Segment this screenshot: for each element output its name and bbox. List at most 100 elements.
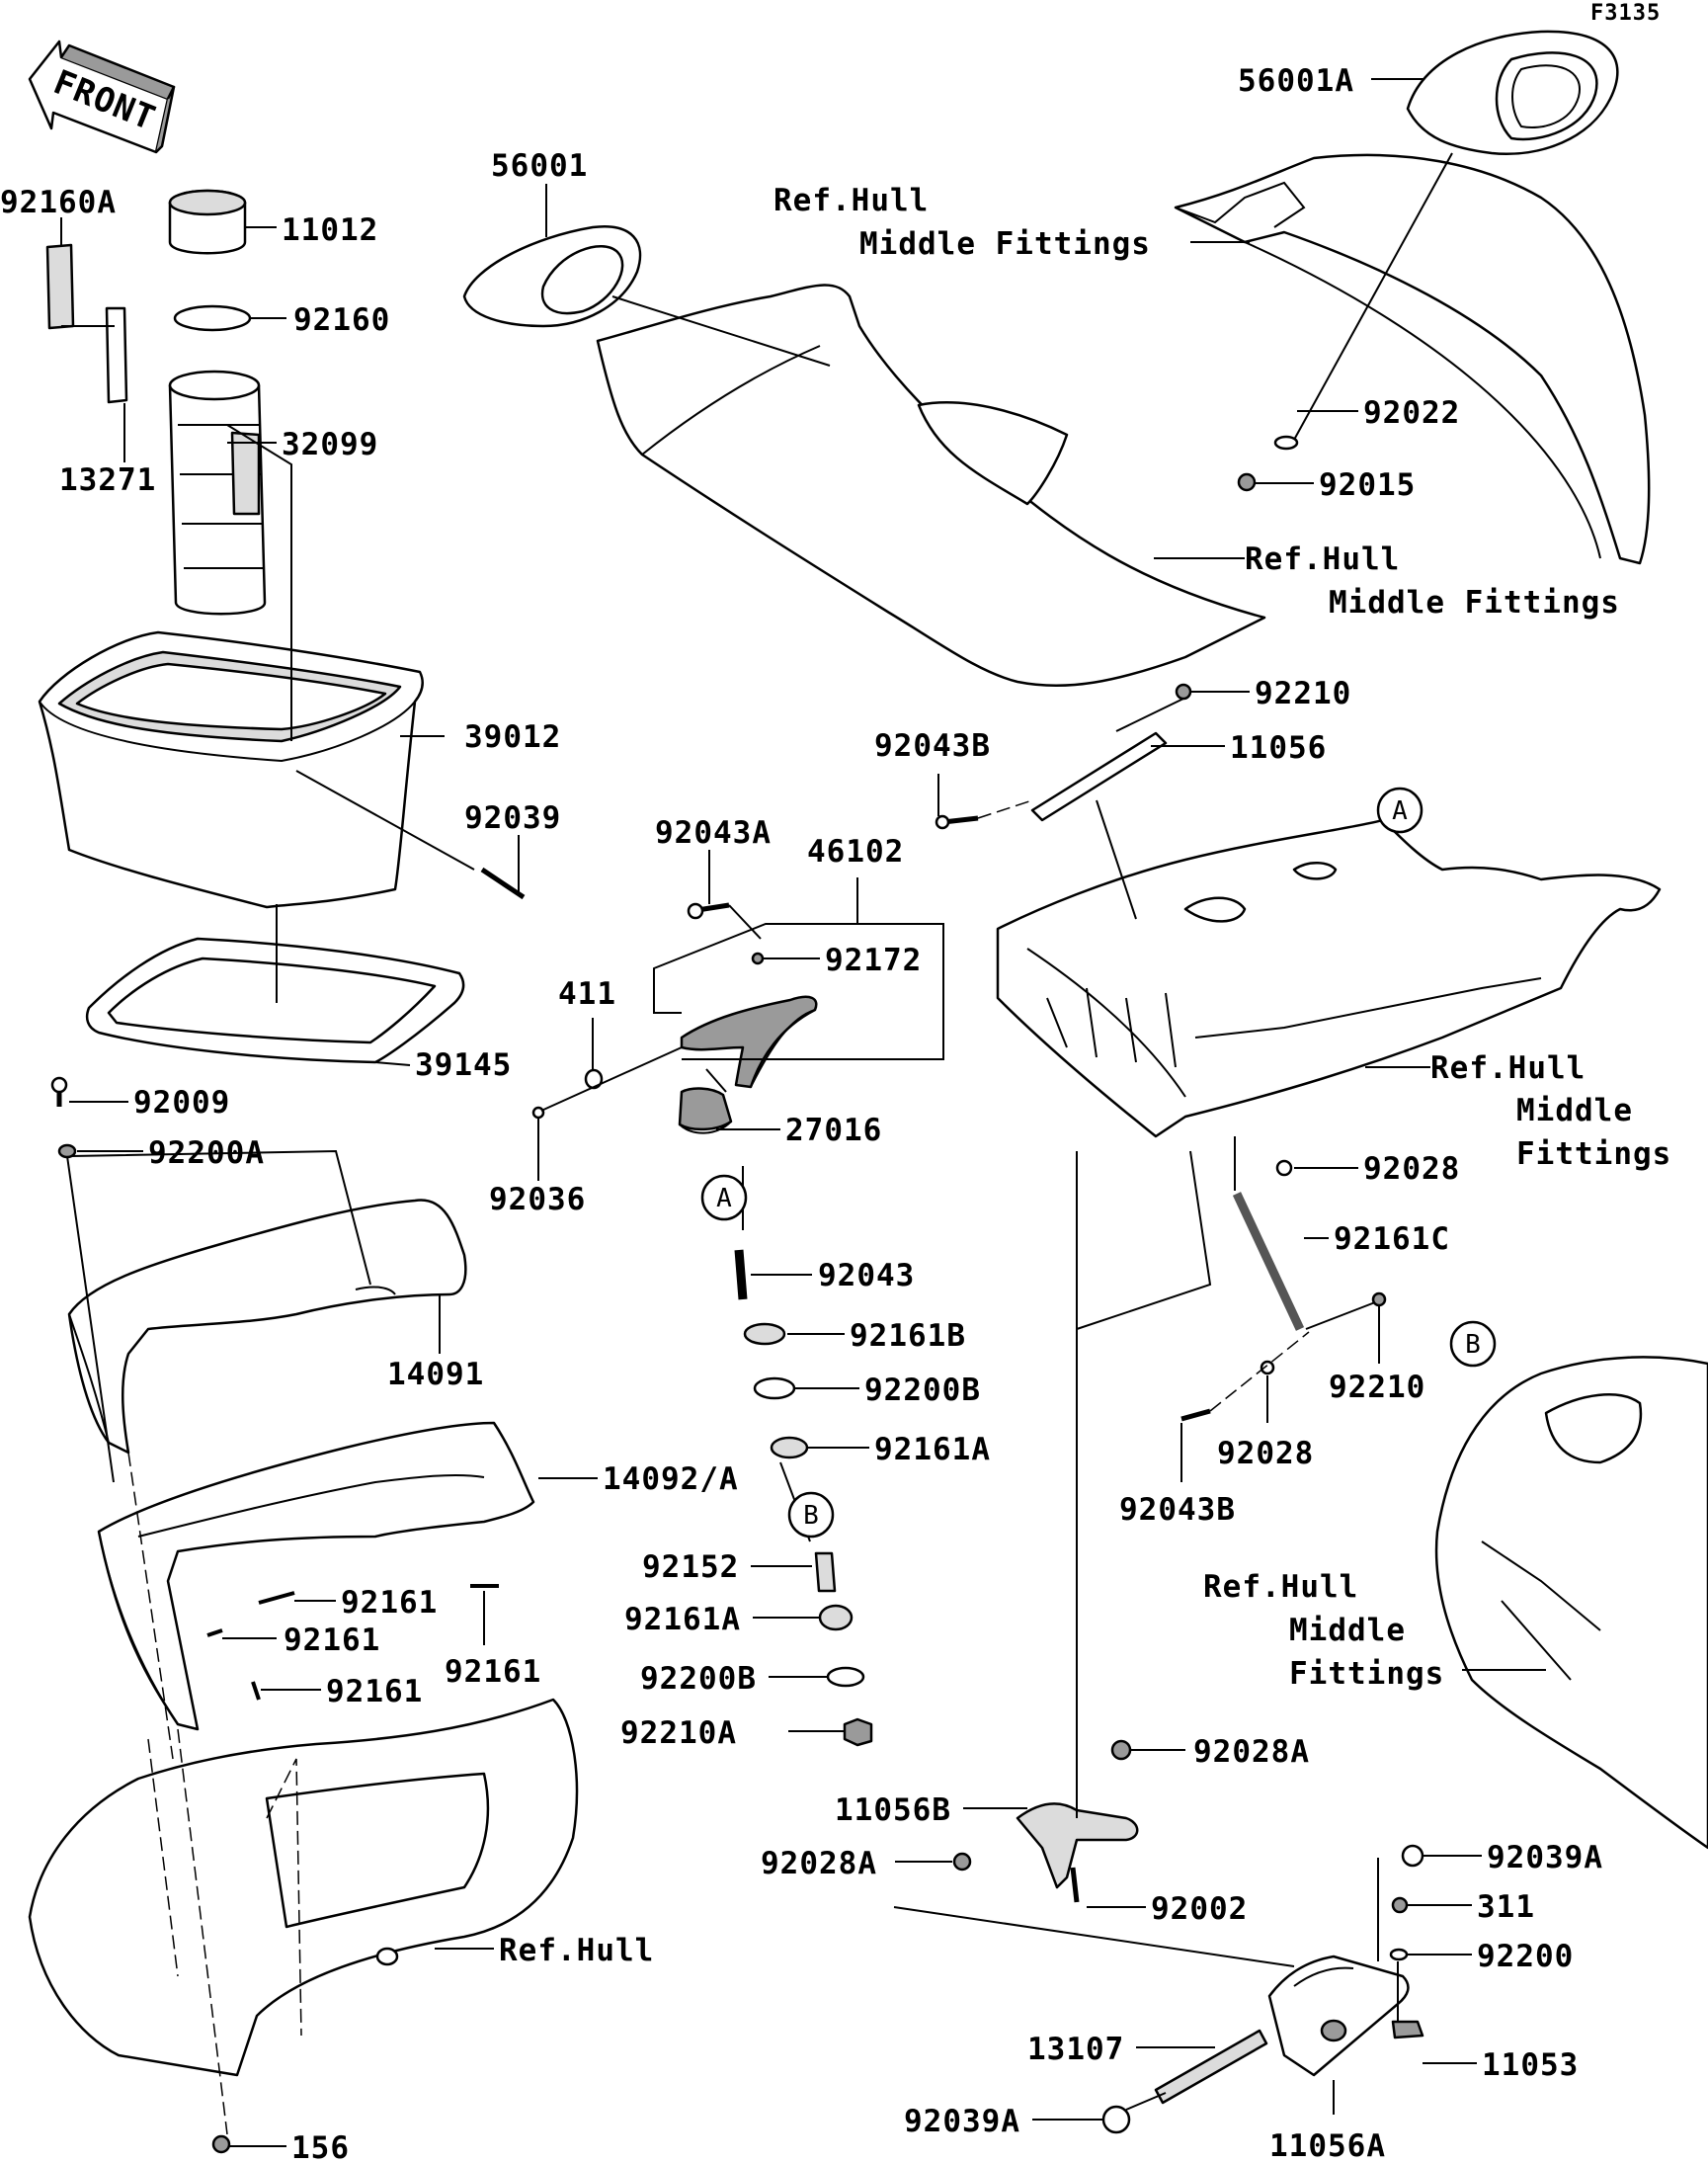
callout-refhull-2: Ref.Hull — [1245, 541, 1400, 577]
cover-upper — [67, 1199, 467, 1455]
callout-refhull-4c: Fittings — [1289, 1656, 1444, 1692]
callout-92002: 92002 — [1151, 1891, 1248, 1927]
bracket-11056a — [1154, 1955, 1410, 2105]
callout-92152: 92152 — [642, 1549, 739, 1585]
callout-92043: 92043 — [818, 1258, 915, 1293]
callout-56001: 56001 — [491, 148, 588, 184]
svg-text:B: B — [803, 1501, 819, 1531]
callout-11053: 11053 — [1482, 2047, 1579, 2083]
callout-39145: 39145 — [415, 1047, 512, 1083]
callout-11056A: 11056A — [1269, 2128, 1386, 2164]
marker-B-right: B — [1449, 1320, 1497, 1368]
callout-92161C: 92161C — [1334, 1221, 1450, 1257]
marker-A-top: A — [1376, 787, 1423, 834]
callout-refhull-4: Ref.Hull — [1203, 1569, 1358, 1605]
callout-92161-3: 92161 — [445, 1654, 541, 1690]
bracket-11056b — [1016, 1802, 1139, 1889]
svg-text:A: A — [1392, 796, 1408, 826]
callout-11056: 11056 — [1230, 730, 1327, 766]
hull-panel-upper-middle — [596, 284, 1266, 688]
callout-92200B-2: 92200B — [640, 1661, 757, 1697]
hull-lower-left — [28, 1698, 579, 2077]
callout-92039: 92039 — [464, 800, 561, 836]
callout-92022: 92022 — [1363, 395, 1460, 431]
svg-text:B: B — [1465, 1330, 1481, 1360]
callout-92172: 92172 — [825, 943, 922, 978]
callout-156: 156 — [291, 2130, 350, 2164]
callout-92028A-2: 92028A — [761, 1846, 877, 1881]
mirror-right — [1406, 30, 1619, 155]
callout-92015: 92015 — [1319, 467, 1416, 503]
hull-lower-right — [1434, 1356, 1708, 1850]
duct-hose — [168, 370, 267, 616]
callout-92039A-2: 92039A — [904, 2104, 1020, 2139]
callout-92160: 92160 — [293, 302, 390, 338]
callout-refhull-2b: Middle Fittings — [1329, 585, 1620, 621]
figure-code: F3135 — [1590, 1, 1661, 26]
callout-92039A-1: 92039A — [1487, 1840, 1603, 1875]
callout-92161B: 92161B — [850, 1318, 966, 1354]
marker-B-mid: B — [787, 1491, 835, 1539]
callout-refhull-1: Ref.Hull — [773, 183, 929, 218]
callout-92043B-mid: 92043B — [1119, 1492, 1236, 1528]
cover-middle — [97, 1421, 535, 1731]
callout-refhull-1b: Middle Fittings — [859, 226, 1151, 262]
bin-seal — [85, 937, 465, 1064]
callout-92210A: 92210A — [620, 1715, 737, 1751]
callout-14092A: 14092/A — [603, 1461, 739, 1497]
callout-refhull-3c: Fittings — [1516, 1136, 1671, 1172]
callout-92036: 92036 — [489, 1182, 586, 1217]
lever-bracket — [680, 995, 818, 1089]
trim-strip — [1030, 731, 1168, 822]
callout-92210-mid: 92210 — [1329, 1370, 1425, 1405]
callout-13107: 13107 — [1027, 2032, 1124, 2067]
marker-A-mid: A — [700, 1174, 748, 1221]
callout-92161-4: 92161 — [326, 1674, 423, 1709]
filler-cap — [168, 189, 247, 255]
callout-46102: 46102 — [807, 834, 904, 870]
callout-32099: 32099 — [282, 427, 378, 462]
storage-bin — [38, 630, 424, 909]
callout-39012: 39012 — [464, 719, 561, 755]
callout-92161A-2: 92161A — [624, 1602, 741, 1637]
callout-92028-top: 92028 — [1363, 1151, 1460, 1187]
callout-refhull-4b: Middle — [1289, 1613, 1406, 1648]
callout-13271: 13271 — [59, 462, 156, 498]
callout-refhull-5: Ref.Hull — [499, 1933, 654, 1968]
svg-text:A: A — [716, 1184, 732, 1213]
callout-311: 311 — [1477, 1889, 1535, 1925]
callout-92161A-1: 92161A — [874, 1432, 991, 1467]
gasket — [173, 304, 252, 332]
callout-92161-2: 92161 — [284, 1623, 380, 1658]
leader-lines — [60, 78, 1546, 2147]
callout-14091: 14091 — [387, 1357, 484, 1392]
hull-floor-frame — [996, 818, 1662, 1138]
callout-92009: 92009 — [133, 1085, 230, 1121]
callout-refhull-3b: Middle — [1516, 1093, 1633, 1128]
callout-92200A: 92200A — [148, 1135, 265, 1171]
callout-92160A: 92160A — [0, 185, 117, 220]
strap — [45, 243, 75, 330]
callout-27016: 27016 — [785, 1113, 882, 1148]
callout-92028-mid: 92028 — [1217, 1436, 1314, 1471]
hardware — [50, 435, 1424, 2154]
callout-92200: 92200 — [1477, 1939, 1574, 1974]
callout-56001A: 56001A — [1238, 63, 1354, 99]
callout-92200B-1: 92200B — [864, 1373, 981, 1408]
callout-refhull-3: Ref.Hull — [1430, 1050, 1586, 1086]
callout-92043A: 92043A — [655, 815, 772, 851]
front-arrow-icon: FRONT — [28, 40, 176, 154]
hull-panel-right — [1174, 153, 1651, 565]
mirror-left — [462, 224, 642, 328]
knob — [678, 1087, 733, 1134]
callout-92161-1: 92161 — [341, 1585, 438, 1621]
callout-92210-top: 92210 — [1255, 676, 1351, 711]
callout-411: 411 — [558, 976, 616, 1012]
callout-92043B-top: 92043B — [874, 728, 991, 764]
bracket — [105, 306, 128, 404]
callout-92028A-1: 92028A — [1193, 1734, 1310, 1770]
callout-11012: 11012 — [282, 212, 378, 248]
callout-11056B: 11056B — [835, 1792, 951, 1828]
